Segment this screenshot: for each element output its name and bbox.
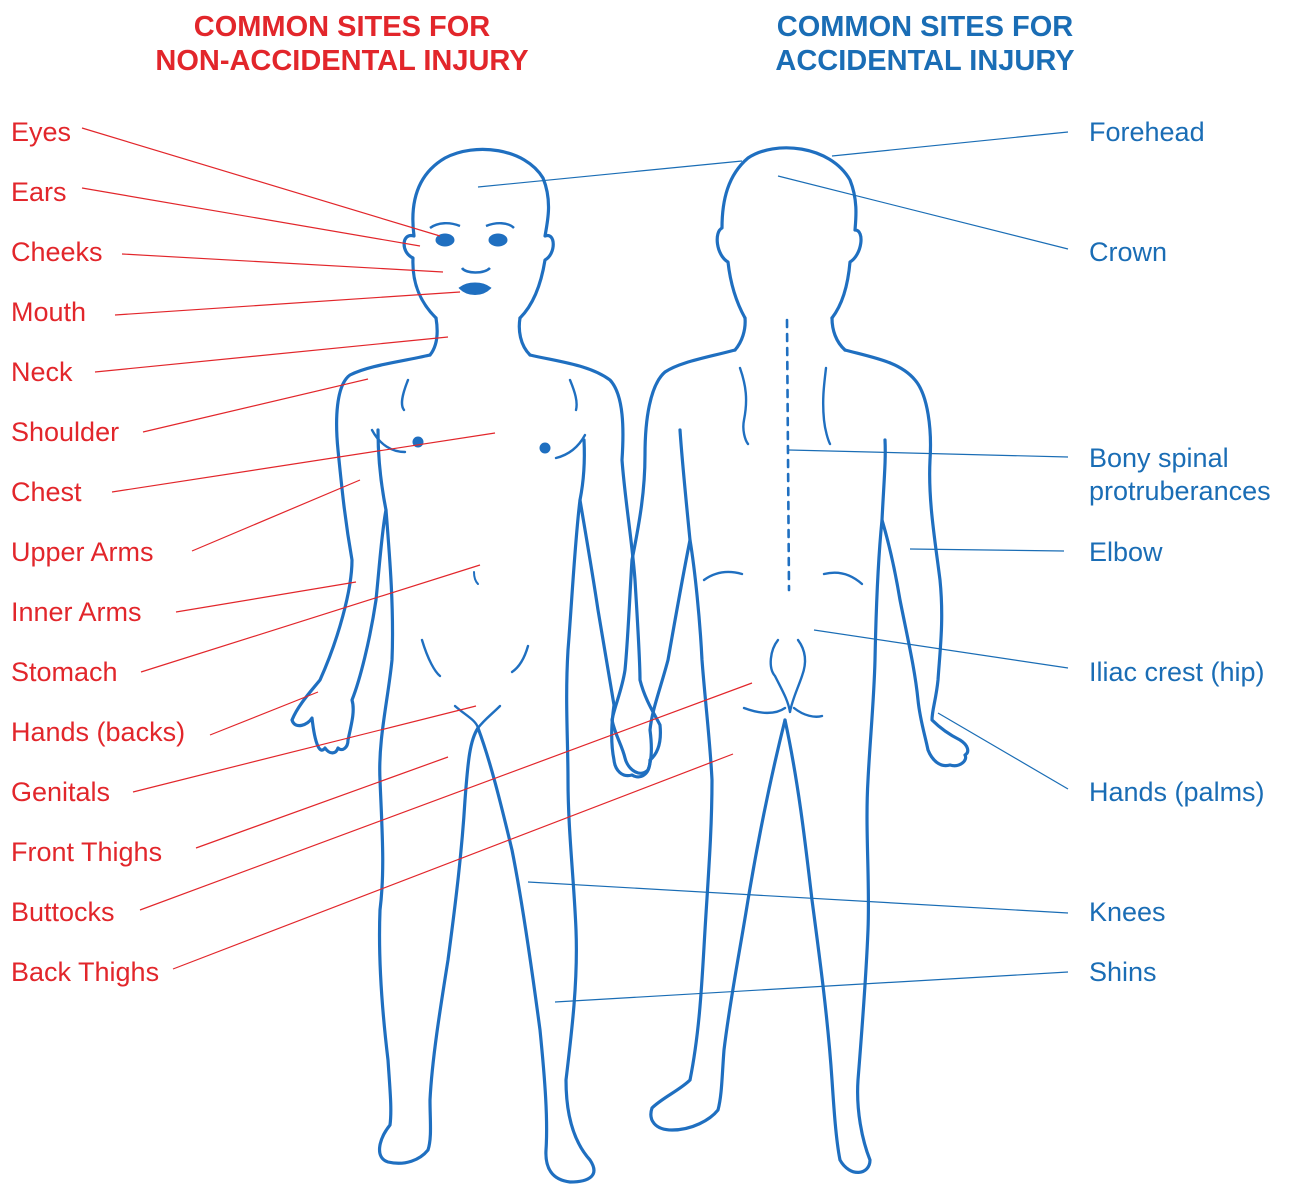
front-collar-left (402, 380, 408, 410)
leader-crown (778, 176, 1068, 249)
leader-bony-spinal (789, 450, 1068, 457)
red-leader-lines (82, 128, 752, 969)
leader-back-thighs (173, 754, 733, 969)
front-figure (292, 149, 660, 1182)
leader-ears (82, 188, 420, 246)
back-left-side (612, 350, 785, 1130)
front-neck (430, 318, 530, 355)
leader-eyes (82, 128, 440, 236)
front-collar-right (570, 380, 577, 410)
leader-shins (555, 972, 1068, 1002)
leader-chest (112, 433, 495, 492)
back-neck (735, 318, 845, 350)
back-gluteal-fold (744, 708, 822, 717)
leader-elbow (910, 549, 1064, 551)
back-figure (612, 148, 968, 1173)
front-brow-right (486, 223, 514, 228)
front-nose (462, 268, 490, 273)
front-hip-left (422, 640, 440, 676)
back-blade-left (740, 368, 748, 444)
back-head-outline (717, 148, 861, 318)
front-inner-arm-right (580, 440, 584, 500)
front-nipple-right (540, 443, 550, 453)
leader-knees (528, 882, 1068, 913)
front-eye-right (489, 234, 507, 246)
leader-buttocks (140, 683, 752, 910)
leader-shoulder (143, 379, 368, 432)
back-inner-arm-left (680, 430, 690, 540)
leader-front-thighs (196, 757, 448, 848)
back-hip-left (704, 572, 742, 580)
leader-forehead-front (478, 161, 742, 187)
front-mouth (460, 284, 490, 295)
leader-hands-palms (938, 713, 1068, 789)
leader-inner-arms (176, 582, 356, 612)
front-hip-right (512, 646, 528, 672)
leader-upper-arms (192, 480, 360, 551)
back-spine (787, 320, 789, 590)
back-blade-right (823, 368, 830, 444)
front-brow-left (430, 223, 460, 228)
leader-genitals (133, 706, 476, 792)
front-left-side (292, 355, 478, 1163)
back-buttocks (771, 640, 805, 712)
blue-leader-lines (478, 132, 1068, 1002)
leader-forehead-back (832, 132, 1068, 156)
leader-cheeks (122, 254, 443, 272)
back-hip-right (824, 573, 862, 584)
leader-mouth (115, 292, 460, 315)
front-pec-right (556, 435, 585, 458)
back-right-side (785, 350, 968, 1172)
leader-stomach (141, 565, 480, 672)
leader-hands-backs (210, 692, 318, 735)
front-navel (474, 572, 478, 584)
leader-neck (95, 337, 448, 372)
